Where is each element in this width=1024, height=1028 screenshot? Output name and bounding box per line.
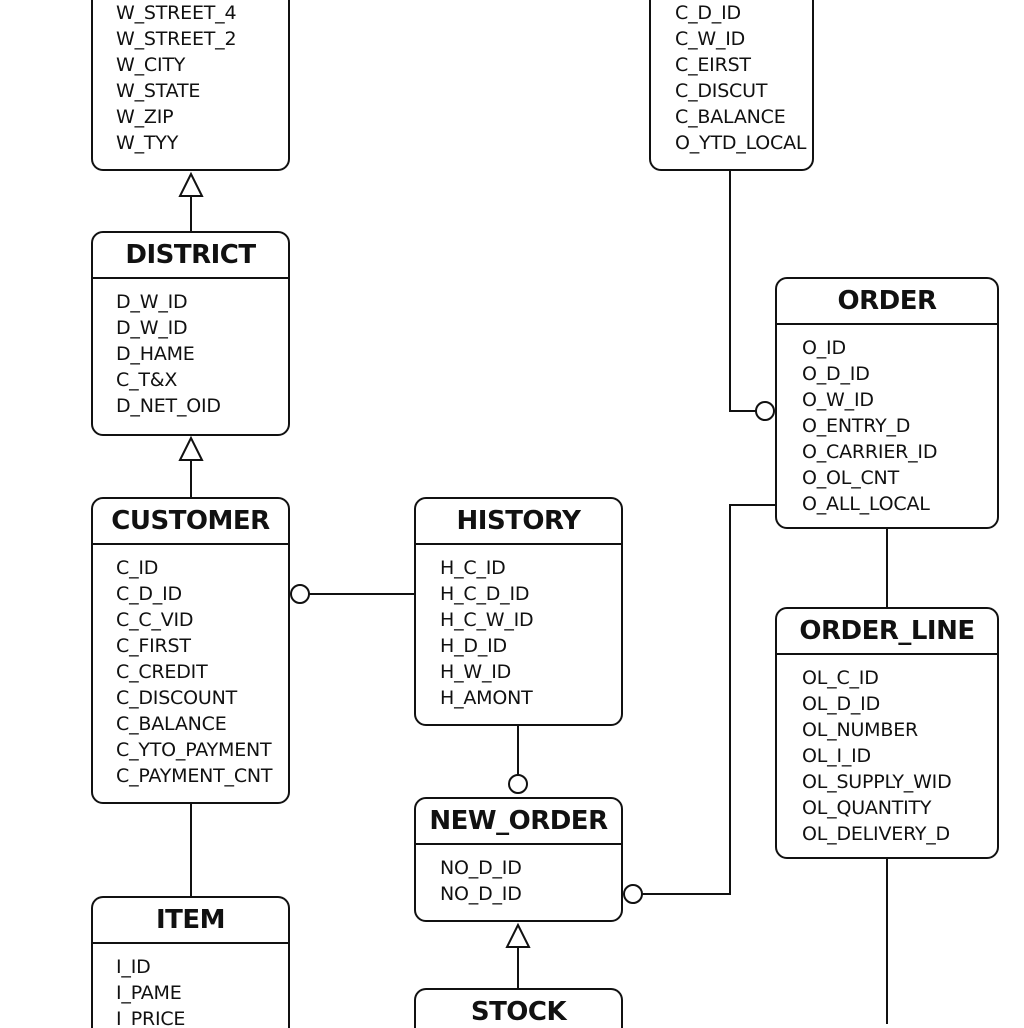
history-entity: HISTORY H_C_ID H_C_D_ID H_C_W_ID H_D_ID …	[414, 497, 623, 726]
field: C_FIRST	[116, 635, 191, 657]
field: C_PAYMENT_CNT	[116, 765, 273, 787]
field: O_ID	[802, 337, 846, 359]
entity-title: DISTRICT	[93, 233, 288, 279]
field: C_DISCOUNT	[116, 687, 238, 709]
entity-title: ITEM	[93, 898, 288, 944]
customer-order-link	[729, 170, 756, 412]
entity-title: NEW_ORDER	[416, 799, 621, 845]
district-entity: DISTRICT D_W_ID D_W_ID D_HAME C_T&X D_NE…	[91, 231, 290, 436]
field: C_BALANCE	[116, 713, 227, 735]
field: C_YTO_PAYMENT	[116, 739, 272, 761]
optional-circle-icon	[755, 401, 775, 421]
item-entity: ITEM I_ID I_PAME I_PRICE	[91, 896, 290, 1028]
entity-title: STOCK	[470, 997, 567, 1027]
field: D_NET_OID	[116, 395, 221, 417]
optional-circle-icon	[623, 884, 643, 904]
customer-top-entity: C_D_ID C_W_ID C_EIRST C_DISCUT C_BALANCE…	[649, 0, 814, 171]
inheritance-triangle-icon	[505, 922, 531, 948]
field: D_W_ID	[116, 317, 188, 339]
field: O_ALL_LOCAL	[802, 493, 930, 515]
field: C_W_ID	[675, 28, 746, 50]
field: OL_C_ID	[802, 667, 879, 689]
field: I_PRICE	[116, 1008, 186, 1028]
field: O_OL_CNT	[802, 467, 899, 489]
field: H_D_ID	[440, 635, 507, 657]
optional-circle-icon	[290, 584, 310, 604]
field: H_C_D_ID	[440, 583, 530, 605]
field: I_PAME	[116, 982, 182, 1004]
entity-title: ORDER	[777, 279, 997, 325]
field: D_HAME	[116, 343, 195, 365]
field: C_ID	[116, 557, 159, 579]
field: W_STREET_4	[116, 2, 237, 24]
entity-title: HISTORY	[416, 499, 621, 545]
field: O_CARRIER_ID	[802, 441, 938, 463]
field: C_BALANCE	[675, 106, 786, 128]
field: OL_D_ID	[802, 693, 881, 715]
field: W_ZIP	[116, 106, 174, 128]
field: H_C_ID	[440, 557, 506, 579]
field: H_W_ID	[440, 661, 512, 683]
field: W_STATE	[116, 80, 201, 102]
field: NO_D_ID	[440, 857, 522, 879]
field: I_ID	[116, 956, 151, 978]
field: C_D_ID	[116, 583, 182, 605]
field: O_W_ID	[802, 389, 874, 411]
stock-entity: STOCK	[414, 988, 623, 1028]
field: OL_I_ID	[802, 745, 871, 767]
field: OL_SUPPLY_WID	[802, 771, 952, 793]
order-entity: ORDER O_ID O_D_ID O_W_ID O_ENTRY_D O_CAR…	[775, 277, 999, 529]
field: O_YTD_LOCAL	[675, 132, 807, 154]
field: C_CREDIT	[116, 661, 208, 683]
entity-title: CUSTOMER	[93, 499, 288, 545]
order-line-entity: ORDER_LINE OL_C_ID OL_D_ID OL_NUMBER OL_…	[775, 607, 999, 859]
field: NO_D_ID	[440, 883, 522, 905]
field: OL_DELIVERY_D	[802, 823, 950, 845]
field: O_ENTRY_D	[802, 415, 911, 437]
new-order-entity: NEW_ORDER NO_D_ID NO_D_ID	[414, 797, 623, 922]
field: C_DISCUT	[675, 80, 768, 102]
field: W_CITY	[116, 54, 186, 76]
field: W_STREET_2	[116, 28, 237, 50]
field: OL_NUMBER	[802, 719, 918, 741]
field: D_W_ID	[116, 291, 188, 313]
field: O_D_ID	[802, 363, 870, 385]
inheritance-triangle-icon	[178, 171, 204, 197]
warehouse-entity: W_STREET_4 W_STREET_2 W_CITY W_STATE W_Z…	[91, 0, 290, 171]
field: C_C_VID	[116, 609, 194, 631]
entity-title: ORDER_LINE	[777, 609, 997, 655]
optional-circle-icon	[508, 774, 528, 794]
field: C_D_ID	[675, 2, 741, 24]
field: W_TYY	[116, 132, 179, 154]
field: H_C_W_ID	[440, 609, 534, 631]
order-neworder-link	[642, 504, 776, 895]
field: H_AMONT	[440, 687, 533, 709]
field: C_T&X	[116, 369, 178, 391]
customer-entity: CUSTOMER C_ID C_D_ID C_C_VID C_FIRST C_C…	[91, 497, 290, 804]
field: C_EIRST	[675, 54, 751, 76]
inheritance-triangle-icon	[178, 435, 204, 461]
field: OL_QUANTITY	[802, 797, 932, 819]
